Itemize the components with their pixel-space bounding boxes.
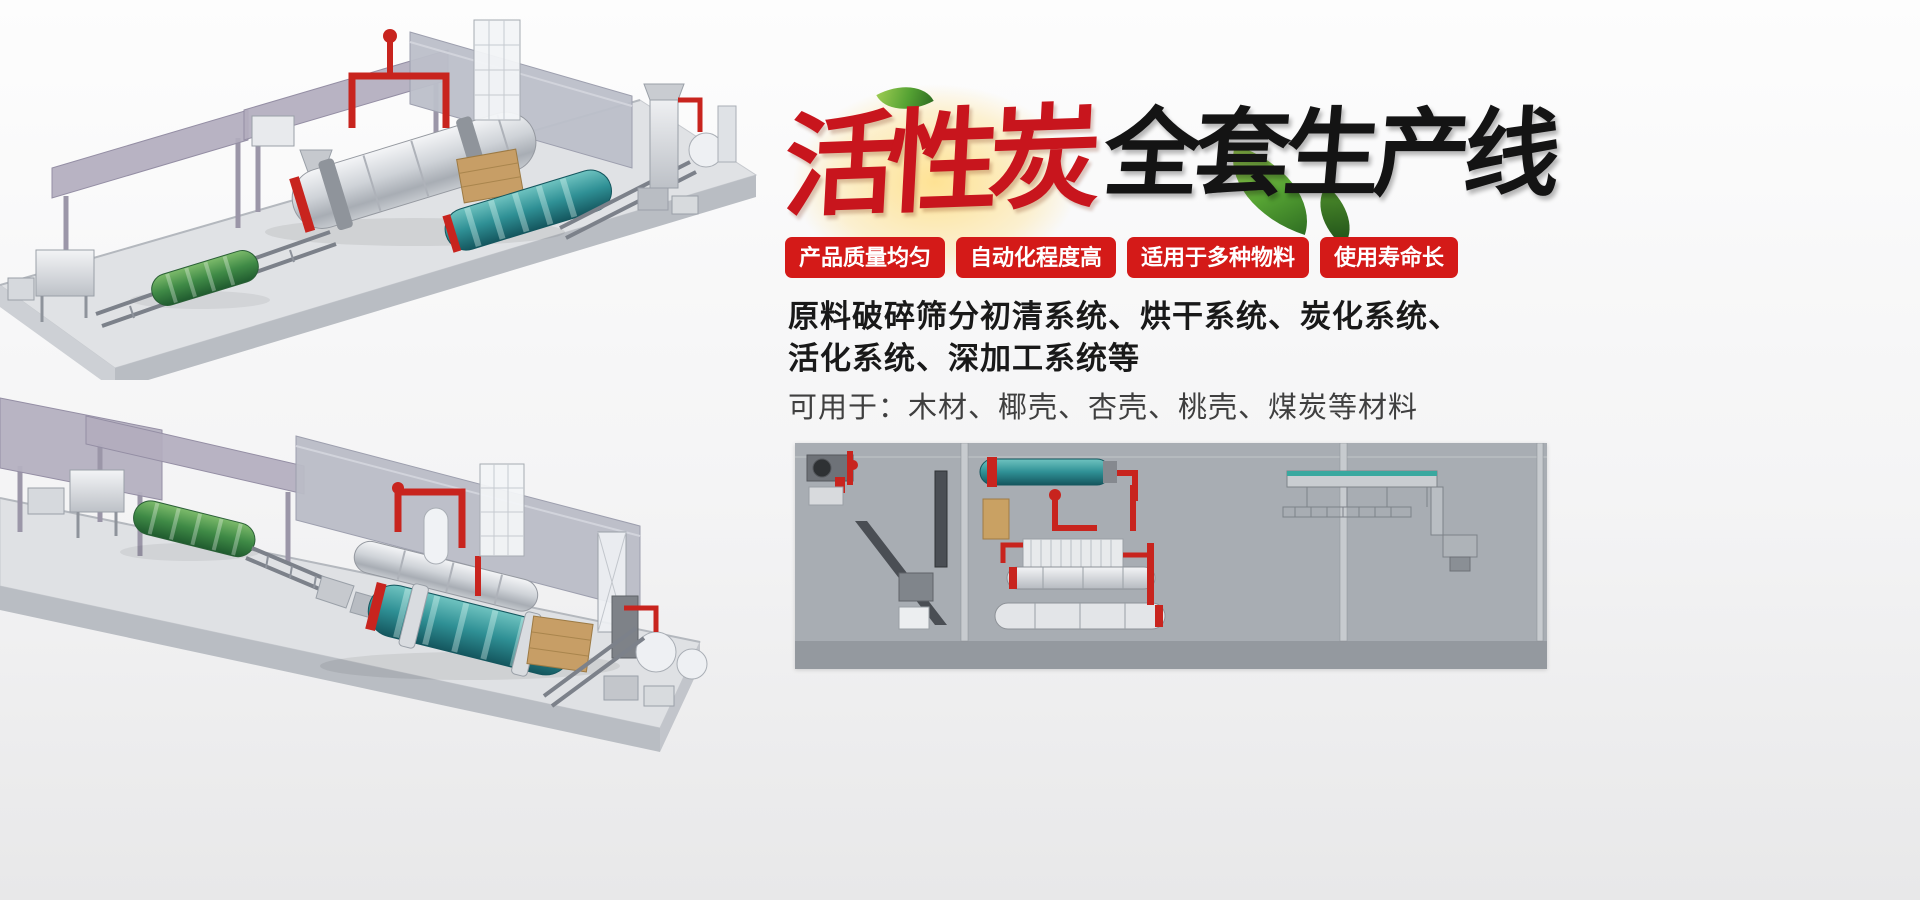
diagram-carbonizer-1 (1006, 566, 1156, 590)
technical-diagram-panel (795, 443, 1547, 669)
description: 原料破碎筛分初清系统、烘干系统、炭化系统、 活化系统、深加工系统等 可用于：木材… (788, 296, 1460, 428)
diagram-carbonizer-2 (994, 602, 1166, 630)
diagram-wall (1339, 443, 1348, 642)
description-line-3: 可用于：木材、椰壳、杏壳、桃壳、煤炭等材料 (788, 392, 1419, 424)
hero-content: 活性炭全套生产线 产品质量均匀 自动化程度高 适用于多种物料 使用寿命长 原料破… (745, 0, 1920, 900)
description-line-2: 活化系统、深加工系统等 (788, 341, 1140, 376)
bag-filter-tower (473, 19, 521, 121)
production-line-render-bottom (0, 397, 708, 752)
brick-kiln (526, 615, 594, 673)
overhead-walls (0, 397, 641, 611)
diagram-dryer-drum (979, 457, 1138, 501)
title-black-text: 全套生产线 (1099, 101, 1559, 208)
diagram-side-boxes (898, 572, 934, 630)
brick-panel (456, 148, 524, 204)
vertical-tank (423, 507, 449, 565)
screening-drum (133, 500, 256, 558)
diagram-red-pipes (1049, 485, 1136, 531)
title-red-text: 活性炭 (780, 94, 1095, 231)
diagram-elevator (934, 470, 948, 568)
description-line-1: 原料破碎筛分初清系统、烘干系统、炭化系统、 (788, 299, 1460, 334)
diagram-crusher-cluster (806, 451, 858, 506)
diagram-wall (960, 443, 969, 642)
feature-badge-lifespan: 使用寿命长 (1320, 237, 1459, 278)
banner-title: 活性炭全套生产线 (745, 52, 1785, 312)
carbonization-tower (559, 83, 737, 240)
activation-drum (365, 582, 573, 677)
production-line-layout-diagram (795, 443, 1547, 669)
feature-badge-materials: 适用于多种物料 (1127, 237, 1310, 278)
bag-filter-tower (479, 463, 525, 557)
upper-cylinder (353, 540, 539, 612)
feature-badge-quality: 产品质量均匀 (785, 237, 946, 278)
red-piping (348, 29, 450, 128)
diagram-brick-unit (982, 498, 1010, 540)
feed-hoppers (27, 469, 125, 538)
diagram-packing-conveyors (1282, 470, 1478, 572)
red-piping (392, 482, 481, 596)
production-line-render-top (0, 19, 758, 380)
discharge-tower (542, 531, 708, 708)
cooling-drum (442, 169, 612, 253)
screening-drum (151, 250, 259, 306)
feature-badge-automation: 自动化程度高 (956, 237, 1117, 278)
feature-badges: 产品质量均匀 自动化程度高 适用于多种物料 使用寿命长 (785, 237, 1459, 278)
